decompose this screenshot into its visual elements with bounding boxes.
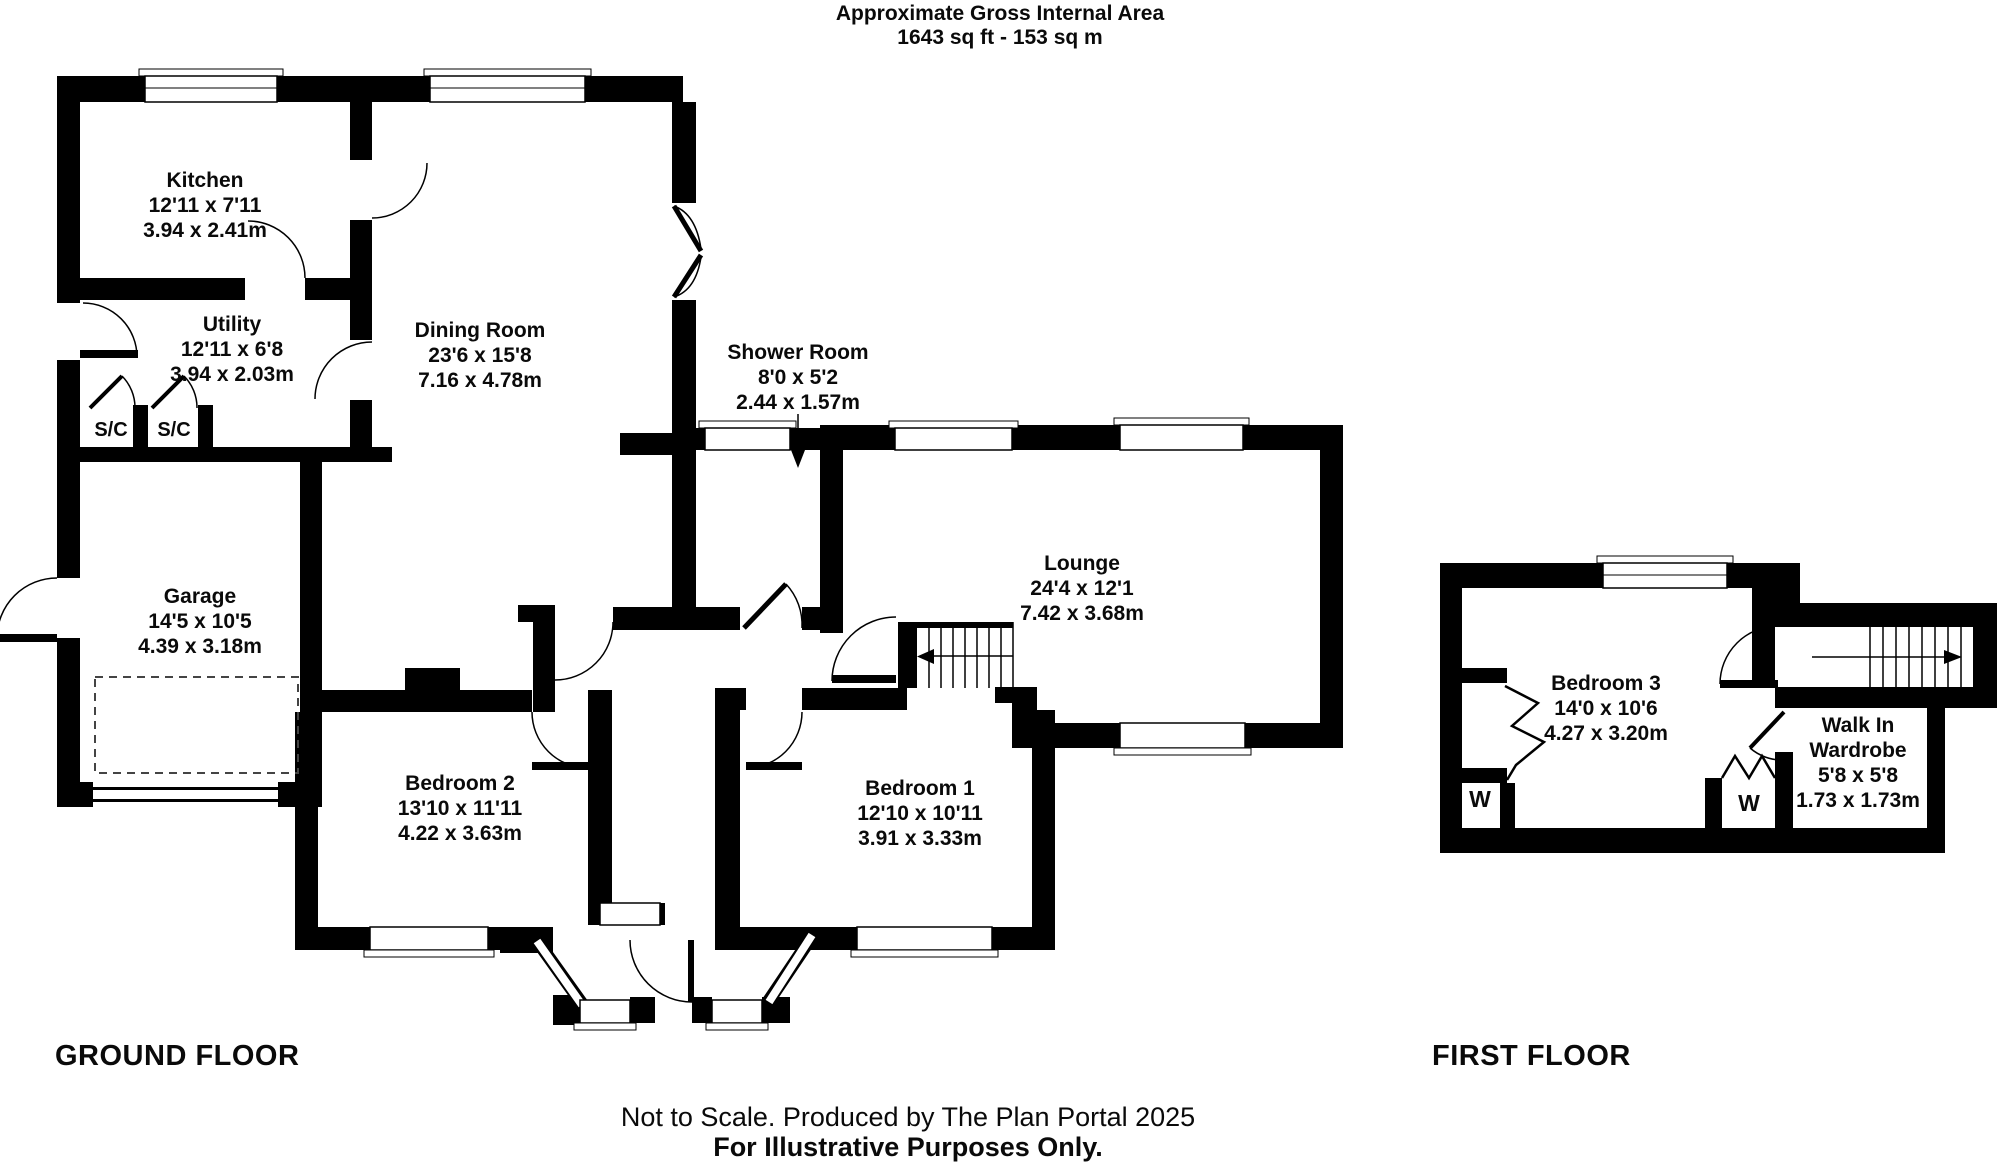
first-floor-walls bbox=[1440, 563, 1997, 853]
stairs-up-arrow bbox=[1944, 650, 1962, 664]
first-floor-doors bbox=[1504, 625, 1786, 781]
ground-floor-windows bbox=[138, 68, 1252, 1031]
header-line2: 1643 sq ft - 153 sq m bbox=[897, 26, 1103, 49]
first-floor-plan bbox=[1440, 555, 1997, 853]
bay-entrance bbox=[529, 928, 821, 1012]
closet-label-w-right: W bbox=[1738, 790, 1760, 816]
ground-floor-plan bbox=[0, 68, 1343, 1031]
first-floor-title: FIRST FLOOR bbox=[1432, 1040, 1631, 1072]
shower-room-leader-arrow bbox=[791, 414, 805, 468]
closet-label-sc-1: S/C bbox=[94, 419, 128, 441]
staircase-ground bbox=[917, 622, 1014, 688]
closet-label-w-left: W bbox=[1469, 786, 1491, 812]
ground-floor-title: GROUND FLOOR bbox=[55, 1040, 300, 1072]
ground-floor-doors bbox=[0, 162, 897, 1003]
footer-disclaimer-line1: Not to Scale. Produced by The Plan Porta… bbox=[620, 1102, 1196, 1132]
footer-disclaimer-line2: For Illustrative Purposes Only. bbox=[713, 1132, 1103, 1162]
staircase-first bbox=[1812, 627, 1962, 687]
stairs-down-arrow bbox=[917, 649, 934, 664]
first-floor-windows bbox=[1596, 555, 1734, 589]
garage-dashed-area bbox=[94, 676, 299, 774]
garage-door bbox=[93, 787, 278, 802]
closet-label-sc-2: S/C bbox=[157, 419, 191, 441]
header-line1: Approximate Gross Internal Area bbox=[835, 2, 1165, 25]
